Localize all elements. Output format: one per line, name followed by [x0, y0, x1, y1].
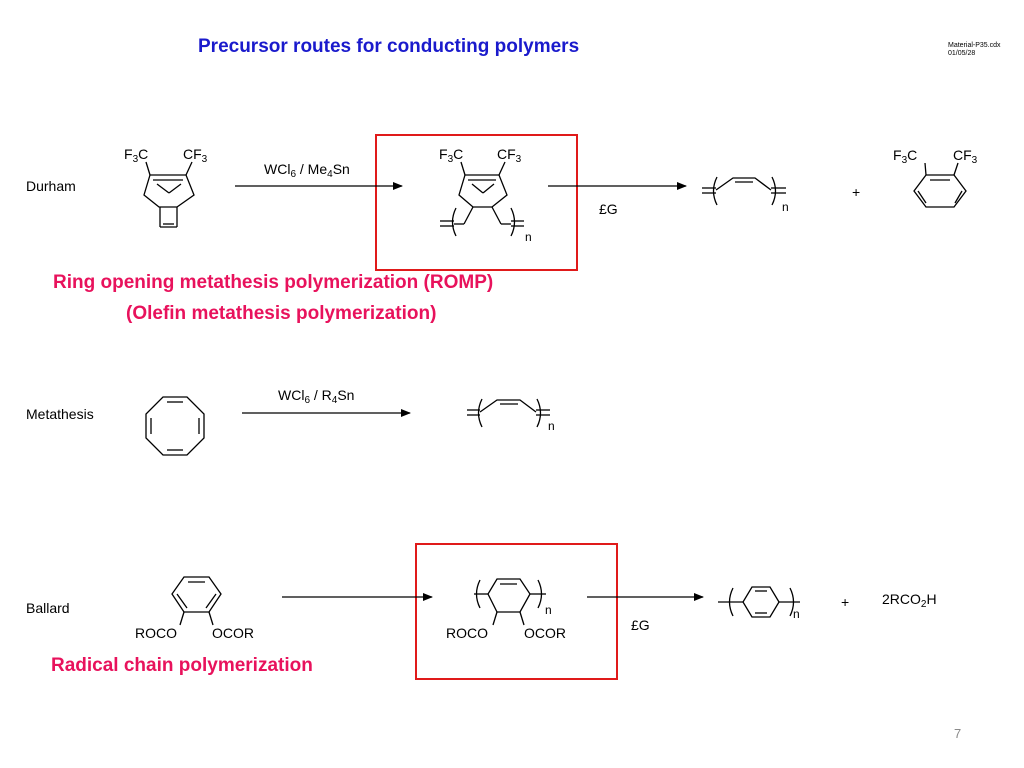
- polyphenylene-repeat-n: n: [793, 607, 800, 621]
- metathesis-repeat-n: n: [548, 419, 555, 433]
- file-date: 01/05/28: [948, 50, 976, 57]
- durham-precursor-structure: [440, 161, 524, 237]
- ballard-precursor-highlight-box: [415, 543, 618, 680]
- ballard-precursor-ocor: OCOR: [524, 625, 566, 641]
- ballard-monomer-structure: [171, 576, 222, 626]
- metathesis-label: Metathesis: [26, 406, 94, 422]
- metathesis-polyacetylene-structure: [467, 398, 550, 428]
- byproduct-cf3-right: CF3: [953, 147, 978, 166]
- radical-chain-label: Radical chain polymerization: [51, 655, 313, 676]
- page-number: 7: [954, 726, 962, 741]
- ballard-monomer-ocor: OCOR: [212, 625, 254, 641]
- durham-precursor-cf3-left: F3C: [439, 146, 464, 165]
- polyacetylene-structure: [702, 176, 786, 206]
- polyacetylene-repeat-n: n: [782, 200, 789, 214]
- ballard-monomer-roco: ROCO: [135, 625, 177, 641]
- durham-monomer-cf3-left: F3C: [124, 146, 149, 165]
- ballard-precursor-repeat-n: n: [545, 603, 552, 617]
- ballard-plus: +: [841, 594, 850, 610]
- durham-precursor-cf3-right: CF3: [497, 146, 522, 165]
- ballard-precursor-structure: [474, 578, 546, 626]
- durham-monomer-cf3-right: CF3: [183, 146, 208, 165]
- olefin-metathesis-label: (Olefin metathesis polymerization): [126, 303, 437, 324]
- precursor-highlight-box: [375, 134, 578, 271]
- polyphenylene-structure: [718, 586, 800, 618]
- romp-label: Ring opening metathesis polymerization (…: [53, 272, 494, 293]
- ballard-label: Ballard: [26, 600, 70, 616]
- cyclooctatetraene-structure: [145, 396, 205, 456]
- ballard-byproduct: 2RCO2H: [882, 591, 937, 610]
- metathesis-reagent: WCl6 / R4Sn: [278, 387, 355, 406]
- ballard-heat-label: £G: [631, 617, 650, 633]
- durham-reagent: WCl6 / Me4Sn: [264, 161, 350, 180]
- byproduct-cf3-left: F3C: [893, 147, 918, 166]
- page-title: Precursor routes for conducting polymers: [198, 36, 580, 57]
- durham-monomer-structure: [143, 161, 195, 228]
- durham-precursor-repeat-n: n: [525, 230, 532, 244]
- durham-label: Durham: [26, 178, 76, 194]
- durham-plus: +: [852, 184, 861, 200]
- file-name: Material-P35.cdx: [948, 42, 1001, 49]
- hexafluoroxylene-structure: [913, 162, 967, 208]
- ballard-precursor-roco: ROCO: [446, 625, 488, 641]
- durham-heat-label: £G: [599, 201, 618, 217]
